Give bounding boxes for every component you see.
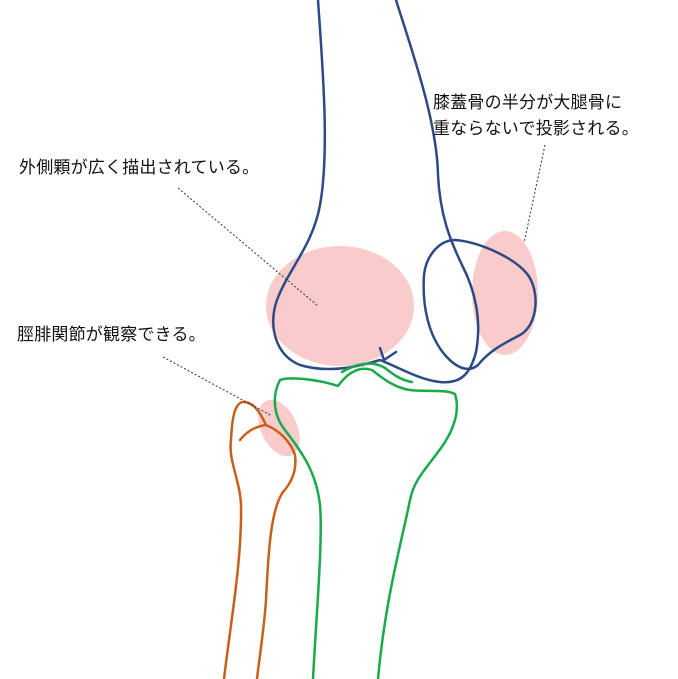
patella-label-line1: 膝蓋骨の半分が大腿骨に xyxy=(433,93,623,113)
tibia-outline xyxy=(273,367,459,679)
femur-posterior-line xyxy=(378,346,398,362)
patella-label-line2: 重ならないで投影される。 xyxy=(433,119,639,139)
patella-leader-line xyxy=(523,144,546,244)
patella-outline xyxy=(422,238,537,371)
fibula-head-line xyxy=(238,423,268,442)
patella-label: 膝蓋骨の半分が大腿骨に 重ならないで投影される。 xyxy=(433,90,639,142)
tibiofibular-leader-line xyxy=(162,356,273,417)
lateral-condyle-label: 外側顆が広く描出されている。 xyxy=(19,158,260,178)
fibula-outline xyxy=(222,400,297,679)
tibia-plateau-line xyxy=(340,362,414,384)
tibiofibular-label: 脛腓関節が観察できる。 xyxy=(17,325,206,345)
lateral-condyle-highlight xyxy=(266,246,414,366)
tibiofibular-joint-highlight xyxy=(258,399,300,457)
patella-highlight xyxy=(472,231,538,355)
femur-outline xyxy=(272,0,480,384)
lateral-condyle-leader-line xyxy=(177,187,319,307)
